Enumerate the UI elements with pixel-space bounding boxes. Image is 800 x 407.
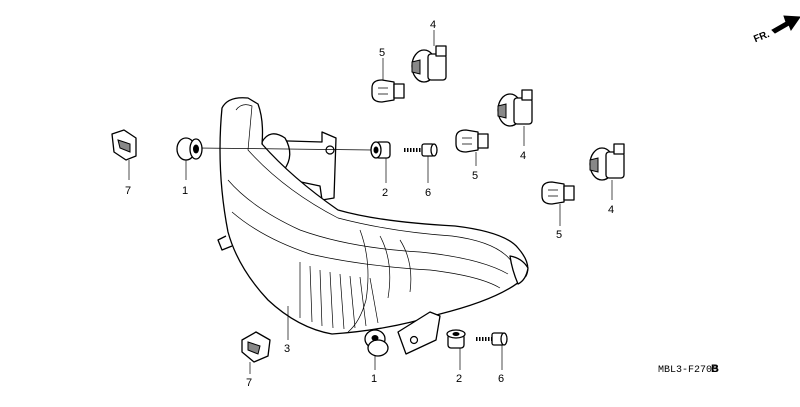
socket-part-4-right [589, 143, 625, 181]
grommet-part-1-lower [364, 329, 389, 357]
callout-1-lower: 1 [371, 373, 377, 385]
grommet-part-1-upper [176, 137, 203, 161]
callout-6-upper: 6 [425, 187, 431, 199]
callout-3: 3 [284, 343, 290, 355]
figure-code-text: MBL3-F2700 [658, 365, 718, 376]
socket-part-4-middle [497, 89, 533, 127]
callout-7-lower: 7 [246, 377, 252, 389]
clip-part-7-upper [111, 129, 137, 161]
front-direction-indicator: FR. [752, 15, 800, 45]
bulb-part-5-middle [455, 129, 489, 153]
collar-part-2-upper [370, 141, 391, 159]
clip-part-7-lower [241, 331, 271, 363]
bulb-part-5-top [371, 79, 405, 103]
callout-2-lower: 2 [456, 373, 462, 385]
callout-6-lower: 6 [498, 373, 504, 385]
callout-4-right: 4 [608, 204, 614, 216]
callout-1-upper: 1 [182, 185, 188, 197]
figure-code: MBL3-F2700 B [658, 363, 719, 376]
callout-numbers: 7 1 2 6 4 5 4 5 4 5 3 7 1 2 6 [125, 19, 614, 389]
headlight-assembly [197, 97, 529, 355]
screw-part-6-upper [404, 143, 438, 157]
front-arrow-icon [771, 15, 800, 34]
figure-code-suffix: B [711, 363, 719, 375]
screw-part-6-lower [476, 332, 508, 346]
collar-part-2-lower [446, 329, 466, 349]
callout-2-upper: 2 [382, 187, 388, 199]
callout-5-top: 5 [379, 47, 385, 59]
callout-4-top: 4 [430, 19, 436, 31]
bulb-part-5-right [541, 181, 575, 205]
callout-leaders [128, 30, 613, 374]
front-direction-label: FR. [752, 29, 771, 45]
callout-5-right: 5 [556, 229, 562, 241]
callout-5-middle: 5 [472, 170, 478, 182]
callout-4-middle: 4 [520, 150, 526, 162]
callout-7-upper: 7 [125, 185, 131, 197]
socket-part-4-top [411, 45, 447, 83]
